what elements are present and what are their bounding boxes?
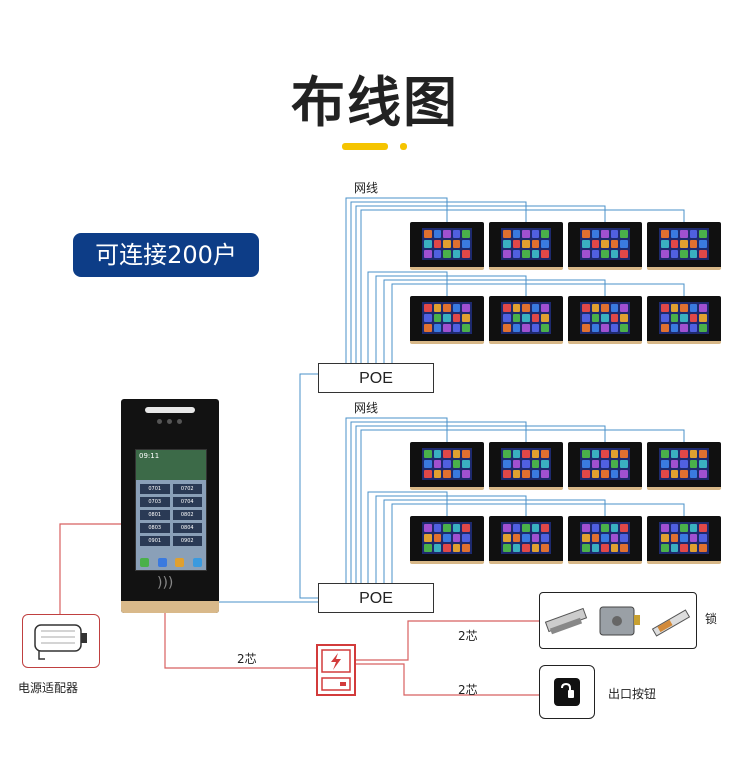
indoor-monitor [410, 222, 484, 270]
power-controller [316, 644, 356, 696]
monitor-screen [580, 228, 630, 260]
power-adapter-label: 电源适配器 [18, 681, 79, 695]
monitor-screen [580, 448, 630, 480]
exit-button-icon [554, 678, 580, 706]
monitor-screen [422, 448, 472, 480]
indoor-monitor [568, 516, 642, 564]
room-key: 0901 [140, 536, 170, 546]
indoor-monitor [489, 296, 563, 344]
indoor-monitor [568, 296, 642, 344]
monitor-screen [422, 302, 472, 334]
adapter-icon [34, 624, 87, 660]
indoor-monitor [647, 516, 721, 564]
monitor-screen [659, 522, 709, 554]
indoor-monitor [647, 222, 721, 270]
indoor-monitor [647, 296, 721, 344]
poe-switch: POE [318, 363, 434, 393]
monitor-screen [580, 302, 630, 334]
indoor-monitor [489, 442, 563, 490]
indoor-monitor [489, 222, 563, 270]
room-key: 0804 [172, 523, 202, 533]
lock-group [539, 592, 697, 649]
title-dot [400, 143, 407, 150]
monitor-screen [659, 448, 709, 480]
indoor-monitor [489, 516, 563, 564]
magnetic-lock-icon [544, 607, 588, 635]
nfc-icon: ))) [157, 575, 174, 591]
indoor-monitor [410, 516, 484, 564]
monitor-screen [580, 522, 630, 554]
title-underline [342, 143, 388, 150]
monitor-screen [501, 302, 551, 334]
indoor-monitor [647, 442, 721, 490]
room-key: 0703 [140, 497, 170, 507]
monitor-screen [422, 522, 472, 554]
room-key: 0802 [172, 510, 202, 520]
app-icon [175, 558, 185, 567]
network-cable-label: 网线 [354, 181, 379, 195]
room-key: 0803 [140, 523, 170, 533]
screen-time: 09:11 [139, 452, 160, 460]
speaker-grill [121, 601, 219, 613]
room-key: 0704 [172, 497, 202, 507]
indoor-monitor [568, 222, 642, 270]
two-core-label: 2芯 [237, 652, 257, 666]
monitor-screen [501, 228, 551, 260]
rim-lock-icon [599, 606, 640, 636]
monitor-screen [501, 448, 551, 480]
poe-switch: POE [318, 583, 434, 613]
app-icon [140, 558, 149, 567]
network-cable-label: 网线 [354, 401, 379, 415]
indoor-monitor [410, 442, 484, 490]
monitor-screen [501, 522, 551, 554]
exit-button-label: 出口按钮 [608, 687, 657, 701]
exit-button-device [539, 665, 595, 719]
camera-icon [177, 419, 182, 424]
indoor-monitor [568, 442, 642, 490]
lock-icons [544, 606, 691, 637]
app-icon [157, 558, 167, 567]
screen-photo [136, 450, 206, 480]
monitor-screen [422, 228, 472, 260]
lock-label: 锁 [705, 612, 718, 626]
room-key: 0801 [140, 510, 170, 520]
page-title: 布线图 [291, 71, 459, 134]
camera-icon [167, 419, 172, 424]
two-core-label: 2芯 [458, 683, 478, 697]
lightning-icon [321, 649, 351, 691]
screen-icons [140, 558, 202, 567]
monitor-screen [659, 302, 709, 334]
indoor-monitor [410, 296, 484, 344]
camera-slot [145, 407, 195, 413]
monitor-screen [659, 228, 709, 260]
power-adapter [22, 614, 100, 668]
two-core-label: 2芯 [458, 629, 478, 643]
camera-icon [157, 419, 162, 424]
room-key: 0702 [172, 484, 202, 494]
capacity-badge: 可连接200户 [73, 233, 259, 277]
room-key: 0701 [140, 484, 170, 494]
electric-bolt-icon [651, 609, 691, 637]
room-key: 0902 [172, 536, 202, 546]
app-icon [192, 558, 202, 567]
